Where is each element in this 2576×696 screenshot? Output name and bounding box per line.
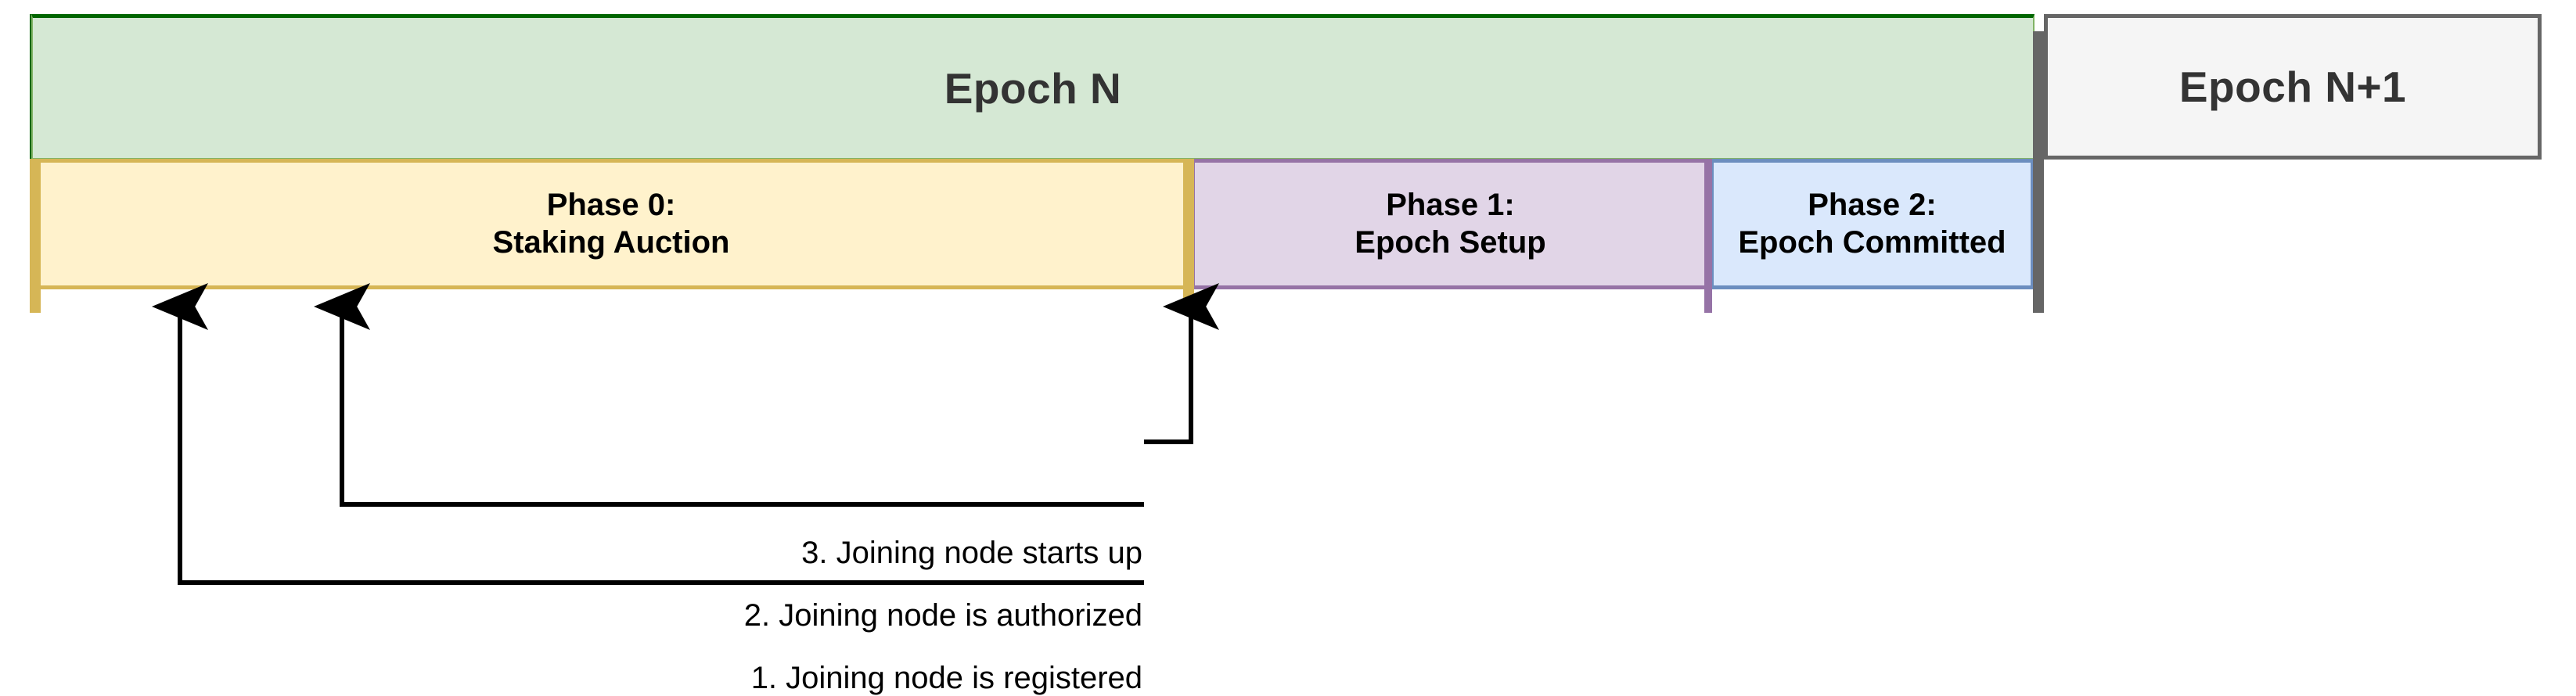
epoch-n-plus-1-box[interactable]: Epoch N+1 [2044,14,2542,160]
epoch-n-plus-1-label: Epoch N+1 [2178,63,2407,111]
epoch-n-label: Epoch N [944,63,1122,113]
phase-1-label: Phase 1: Epoch Setup [1355,188,1546,260]
annotation-2: 2. Joining node is authorized [743,598,1142,633]
diagram-canvas: Epoch N Epoch N+1 Phase 0: Staking Aucti… [0,14,2542,695]
phase-2-label: Phase 2: Epoch Committed [1738,188,2006,260]
annotation-3: 3. Joining node starts up [801,536,1142,570]
leader-line-2 [314,283,1144,507]
annotation-1: 1. Joining node is registered [750,661,1142,695]
phase-0-box[interactable]: Phase 0: Staking Auction [31,159,1191,289]
annotations-group: 3. Joining node starts up 2. Joining nod… [0,344,1150,695]
phase-2-box[interactable]: Phase 2: Epoch Committed [1710,159,2035,289]
leader-line-1 [152,283,1144,585]
leader-line-3 [1144,283,1219,444]
phase-0-end-tick [1183,159,1194,313]
phase-1-end-tick [1704,159,1712,313]
phase-0-label: Phase 0: Staking Auction [492,188,730,260]
phase-0-start-tick [30,159,41,313]
phase-1-box[interactable]: Phase 1: Epoch Setup [1191,159,1710,289]
callout-lines [152,283,1219,585]
epoch-boundary-divider [2033,31,2044,313]
